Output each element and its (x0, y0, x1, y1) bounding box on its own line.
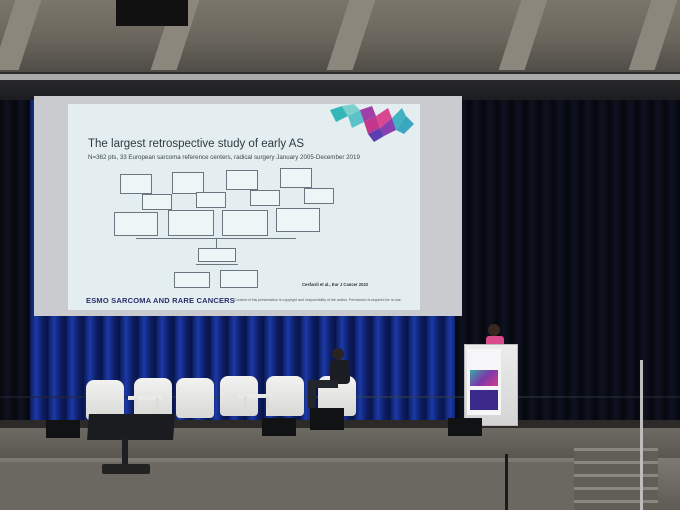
slide-logo: ESMO SARCOMA AND RARE CANCERS (86, 296, 235, 305)
ceiling-speaker (116, 0, 188, 26)
flowchart-box (304, 188, 334, 204)
monitor-stand (122, 438, 128, 466)
flowchart-box (280, 168, 312, 188)
presentation-slide: The largest retrospective study of early… (68, 104, 420, 310)
flowchart-box (222, 210, 268, 236)
flowchart-box (196, 192, 226, 208)
side-table (238, 394, 272, 398)
stair-railing (640, 360, 643, 510)
podium-banner (470, 390, 498, 410)
side-table (128, 396, 162, 400)
flowchart-connector (216, 238, 217, 248)
flowchart-box (220, 270, 258, 288)
stage-stairs (574, 448, 658, 510)
slide-subtitle: N=362 pts, 33 European sarcoma reference… (88, 154, 360, 161)
table-leg (134, 398, 137, 418)
flowchart-box (120, 174, 152, 194)
podium-logo-icon (470, 370, 498, 386)
armchair (176, 378, 214, 418)
microphone-stand (505, 454, 508, 510)
flowchart-connector (196, 264, 238, 265)
slide-title: The largest retrospective study of early… (88, 138, 305, 150)
confidence-monitor (87, 414, 175, 440)
armchair (86, 380, 124, 420)
table-leg (244, 396, 247, 416)
monitor-base (102, 464, 150, 474)
flowchart-box (168, 210, 214, 236)
flowchart-box (250, 190, 280, 206)
flowchart-box (174, 272, 210, 288)
flowchart-box (276, 208, 320, 232)
slide-decoration-icon (330, 104, 414, 142)
flowchart-box (198, 248, 236, 262)
armchair (266, 376, 304, 416)
flowchart-box (172, 172, 204, 194)
table-leg (156, 398, 159, 418)
stage-monitor-speaker (46, 420, 80, 438)
seated-person (308, 348, 350, 408)
slide-citation: Cesfardi et al., Eur J Cancer 2022 (302, 282, 369, 287)
truss-bar (0, 74, 680, 80)
table-leg (266, 396, 269, 416)
floor-platform (0, 462, 600, 510)
stage-monitor-speaker (448, 418, 482, 436)
flowchart-box (226, 170, 258, 190)
stage-monitor-speaker (262, 418, 296, 436)
flowchart-box (142, 194, 172, 210)
slide-footer: Content of this presentation is copyrigh… (234, 298, 402, 302)
flowchart-box (114, 212, 158, 236)
stage-monitor-speaker (310, 408, 344, 430)
